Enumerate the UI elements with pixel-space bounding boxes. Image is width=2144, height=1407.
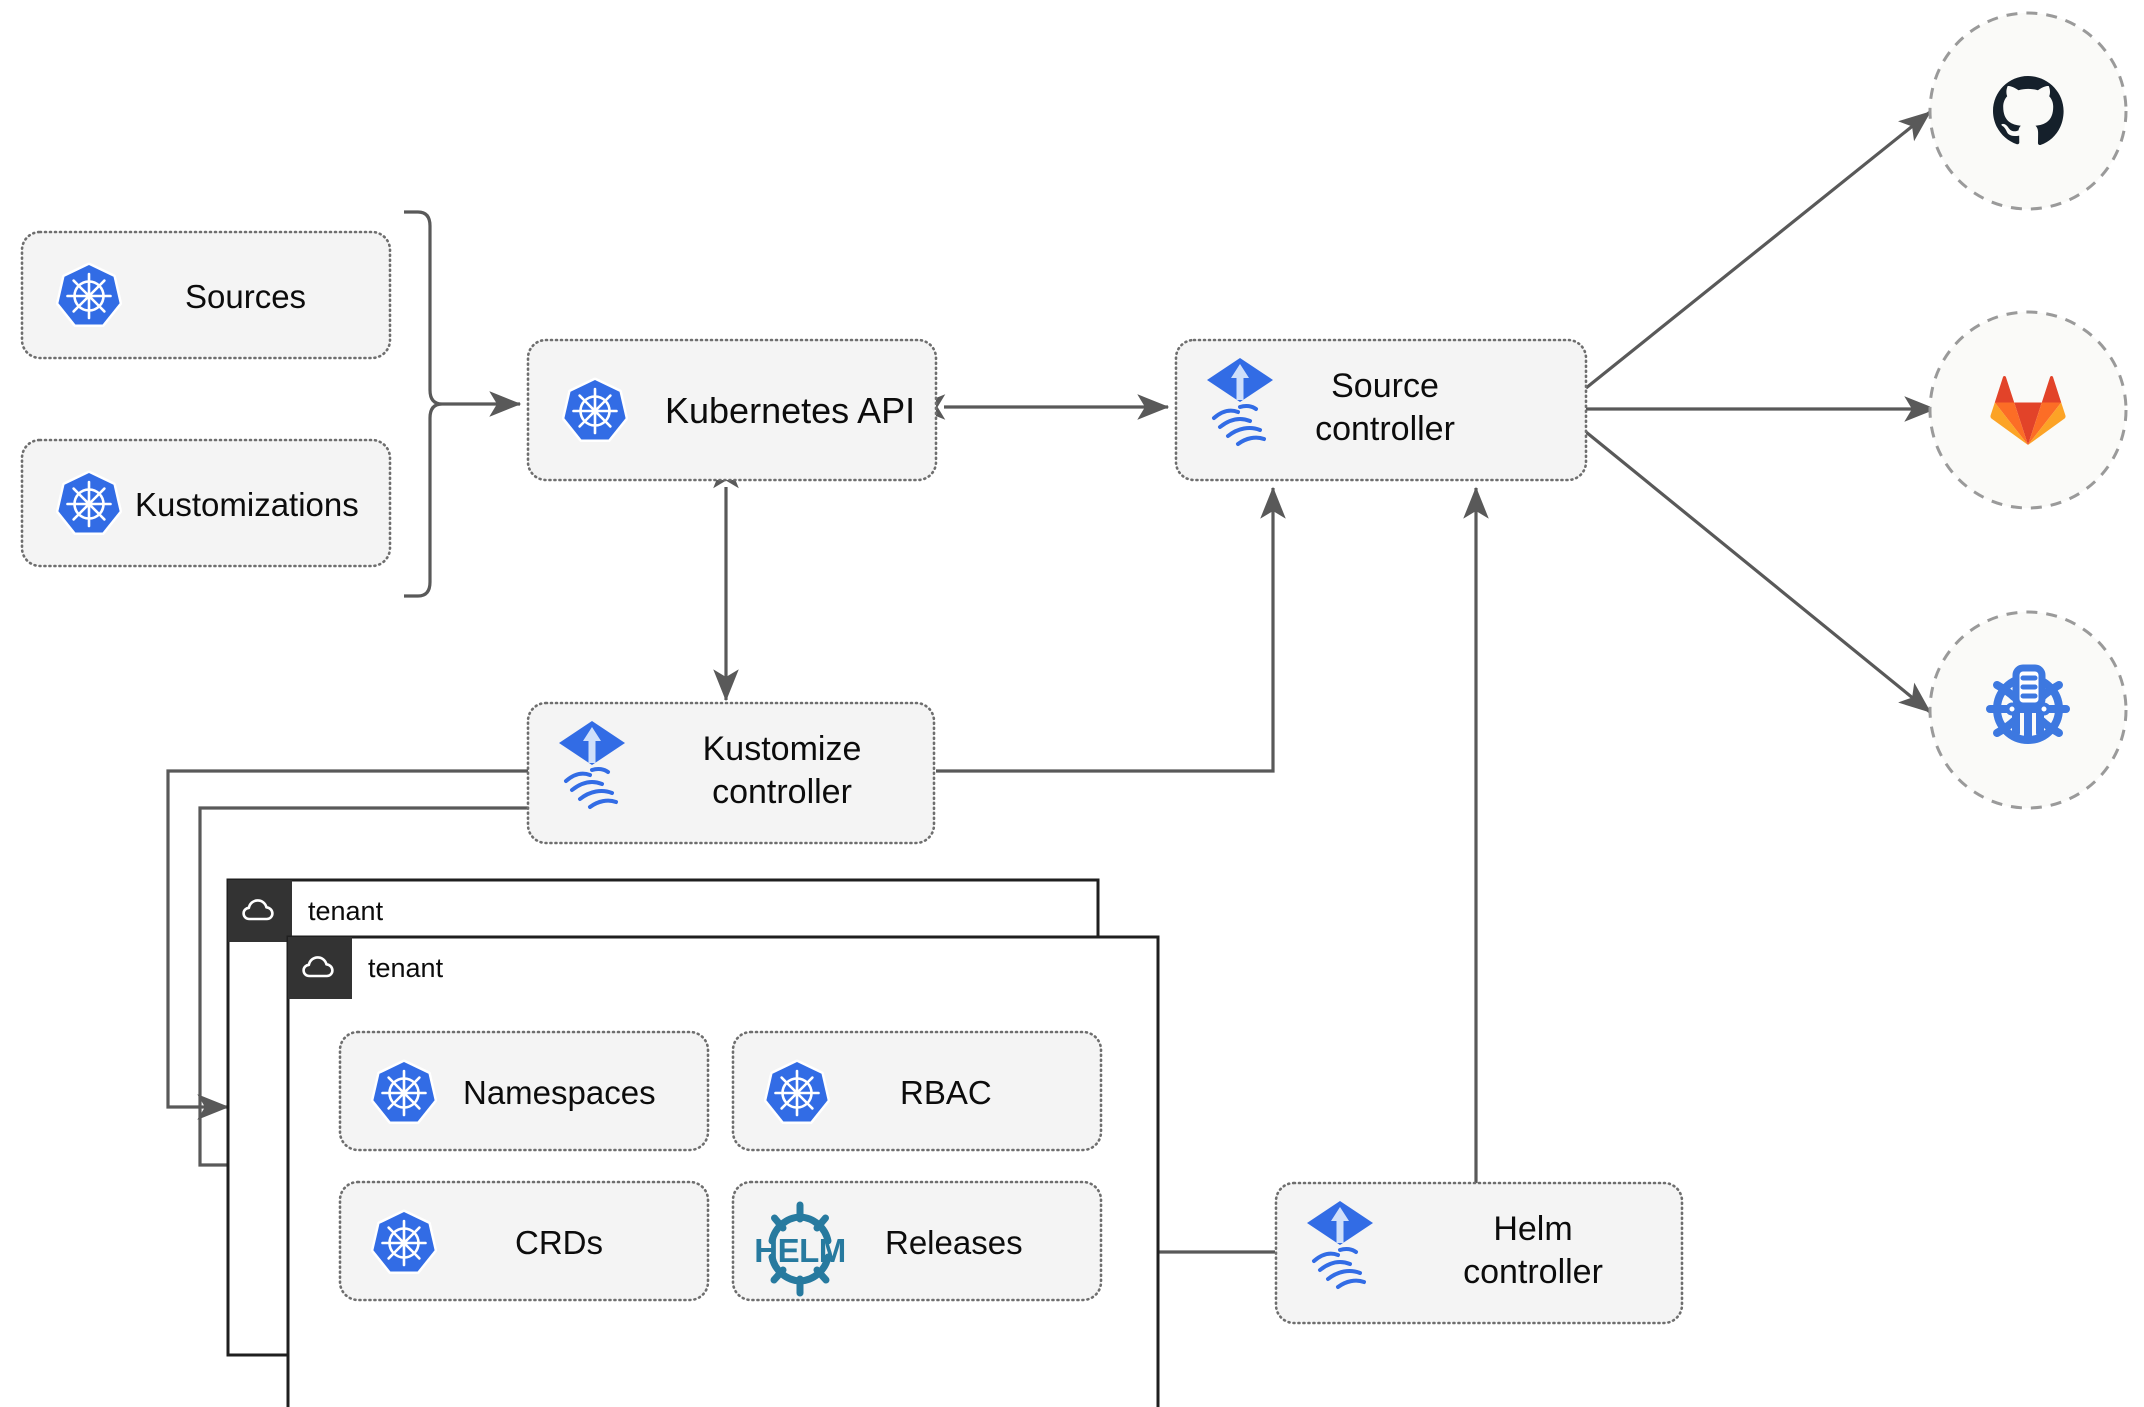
node-label-kubernetes-api: Kubernetes API [665,390,915,431]
source-to-github-arrow [1584,110,1932,390]
node-label-crds: CRDs [515,1224,603,1261]
node-kubernetes-api[interactable]: Kubernetes API [526,338,938,482]
kubernetes-icon [373,1212,434,1272]
node-label-helm-controller-line1: Helm [1493,1210,1572,1248]
node-helm-controller[interactable]: Helm controller [1274,1181,1684,1325]
node-label-source-controller-line2: controller [1315,410,1455,448]
node-label-kustomizations: Kustomizations [135,486,359,523]
kubernetes-icon [564,380,625,440]
node-kustomizations[interactable]: Kustomizations [20,438,392,568]
node-kustomize-controller[interactable]: Kustomize controller [526,701,936,845]
kubernetes-icon [58,473,119,533]
tenant-label-back: tenant [308,896,384,926]
cloud-icon [302,956,334,978]
node-label-namespaces: Namespaces [463,1074,656,1111]
node-label-source-controller-line1: Source [1331,367,1439,405]
node-source-controller[interactable]: Source controller [1174,338,1588,482]
kubernetes-icon [766,1062,827,1122]
node-rbac[interactable]: RBAC [731,1030,1103,1152]
node-namespaces[interactable]: Namespaces [338,1030,710,1152]
kubernetes-icon [373,1062,434,1122]
kustomize-to-source-arrow [936,486,1286,773]
node-label-kustomize-controller-line1: Kustomize [703,730,862,768]
helm-wordmark: HELM [754,1232,846,1269]
kubernetes-icon [58,265,119,325]
node-label-sources: Sources [185,278,306,315]
node-label-releases: Releases [885,1224,1023,1261]
node-label-rbac: RBAC [900,1074,992,1111]
node-sources[interactable]: Sources [20,230,392,360]
node-gitlab[interactable] [1928,310,2128,510]
tenant-container-front[interactable]: tenant [286,935,1160,1407]
node-releases[interactable]: HELM Releases [731,1180,1103,1302]
node-label-kustomize-controller-line2: controller [712,773,852,811]
kustomize-to-tenant-back-arrow [166,769,528,1120]
tenant-header-front [288,937,352,999]
node-helm-repository[interactable] [1928,610,2128,810]
tenant-label-front: tenant [368,953,444,983]
tenant-header-back [228,880,292,942]
node-label-helm-controller-line2: controller [1463,1253,1603,1291]
node-crds[interactable]: CRDs [338,1180,710,1302]
node-github[interactable] [1928,11,2128,211]
cloud-icon [242,899,274,921]
source-to-helmrepo-arrow [1584,430,1932,714]
